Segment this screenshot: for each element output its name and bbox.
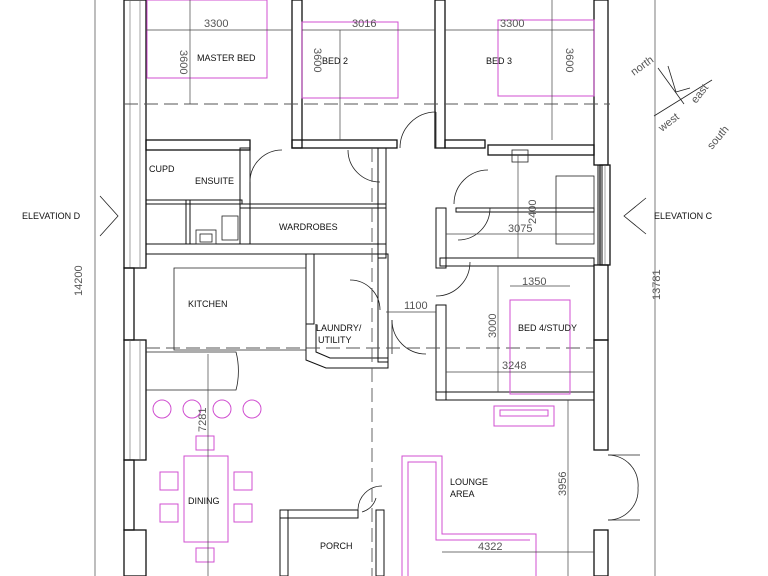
doors xyxy=(249,111,640,521)
dim-right-upper: 2400 xyxy=(527,200,539,224)
room-label-bed2: BED 2 xyxy=(322,56,348,66)
chair xyxy=(159,503,179,523)
chair xyxy=(233,503,253,523)
dim-bed4-width: 3248 xyxy=(502,360,526,372)
bed3-outline xyxy=(497,19,595,97)
kitchen-bench xyxy=(146,149,595,391)
lounge-sofa xyxy=(401,455,537,576)
chair xyxy=(195,435,215,451)
dim-bed3-depth: 3600 xyxy=(563,48,575,72)
dim-lounge-depth: 3956 xyxy=(557,472,569,496)
stool xyxy=(152,399,172,419)
chair xyxy=(195,547,215,563)
stool xyxy=(182,399,202,419)
elevation-markers xyxy=(99,195,647,237)
compass-north: north xyxy=(629,54,656,78)
dimension-labels: 3300 3016 3300 3600 3600 3600 2400 3075 … xyxy=(73,18,663,553)
room-label-kitchen: KITCHEN xyxy=(188,299,228,309)
room-label-porch: PORCH xyxy=(320,541,353,551)
compass: north east west south xyxy=(629,54,732,152)
master-bed-outline xyxy=(146,0,268,79)
overall-dimension-lines xyxy=(94,0,656,576)
room-label-lounge-2: AREA xyxy=(450,489,475,499)
dim-bed2-width: 3016 xyxy=(352,18,376,30)
dim-master-width: 3300 xyxy=(204,18,228,30)
elevation-c-label: ELEVATION C xyxy=(654,211,713,221)
compass-south: south xyxy=(705,124,731,152)
chair xyxy=(233,471,253,491)
room-label-bed3: BED 3 xyxy=(486,56,512,66)
dim-bed3-width: 3300 xyxy=(500,18,524,30)
dim-hall-width: 1100 xyxy=(404,300,428,312)
interior-walls xyxy=(145,147,603,576)
lounge-sofa-inner xyxy=(407,461,530,576)
dim-bed4-depth: 3000 xyxy=(487,314,499,338)
desk xyxy=(493,405,555,427)
stool xyxy=(242,399,262,419)
room-label-dining: DINING xyxy=(188,496,220,506)
elevation-d-arrow-icon xyxy=(99,195,119,237)
room-label-master-bed: MASTER BED xyxy=(197,53,256,63)
elevation-d-label: ELEVATION D xyxy=(22,211,81,221)
dim-lounge-width: 4322 xyxy=(478,541,502,553)
bed2-outline xyxy=(301,21,399,99)
dim-bed4-width-top: 1350 xyxy=(522,276,546,288)
stool xyxy=(212,399,232,419)
furniture xyxy=(146,0,595,576)
exterior-walls xyxy=(123,0,611,576)
dim-master-depth: 3600 xyxy=(177,50,189,74)
room-label-wardrobes: WARDROBES xyxy=(279,222,338,232)
room-labels: MASTER BED BED 2 BED 3 CUPD ENSUITE WARD… xyxy=(149,53,577,551)
dimension-lines xyxy=(146,0,594,576)
grid-lines xyxy=(124,103,610,576)
room-label-lounge-1: LOUNGE xyxy=(450,477,488,487)
dim-bed2-depth: 3600 xyxy=(311,48,323,72)
bed4-outline xyxy=(509,299,571,395)
elevation-labels: ELEVATION D ELEVATION C xyxy=(22,211,713,221)
room-label-laundry-2: UTILITY xyxy=(318,335,352,345)
room-label-bed4: BED 4/STUDY xyxy=(518,323,577,333)
dim-right-width: 3075 xyxy=(508,223,532,235)
dining-table xyxy=(183,455,229,543)
dim-overall-right: 13781 xyxy=(651,269,663,300)
chair xyxy=(159,471,179,491)
room-label-cupd: CUPD xyxy=(149,164,175,174)
desk-inner xyxy=(499,409,549,417)
room-label-ensuite: ENSUITE xyxy=(195,176,234,186)
room-label-laundry-1: LAUNDRY/ xyxy=(316,323,362,333)
compass-west: west xyxy=(656,111,682,135)
dim-dining-depth: 7281 xyxy=(197,408,209,432)
dim-overall-left: 14200 xyxy=(73,265,85,296)
elevation-c-arrow-icon xyxy=(623,197,647,235)
compass-east: east xyxy=(689,82,711,106)
